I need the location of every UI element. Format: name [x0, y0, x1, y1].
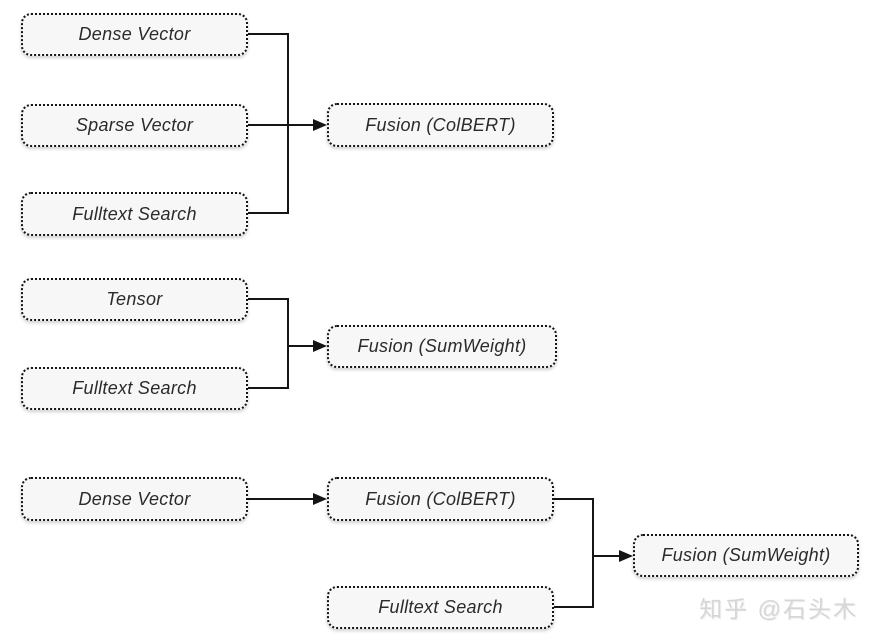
node-label-g2-fulltext-search: Fulltext Search [72, 378, 197, 398]
node-label-g1-sparse-vector: Sparse Vector [75, 115, 194, 135]
node-label-g3-fusion-colbert: Fusion (ColBERT) [365, 488, 516, 509]
node-label-g2-fusion-sumweight: Fusion (SumWeight) [357, 336, 527, 356]
edge-g1-merge-bracket [248, 33, 289, 214]
node-label-g1-fusion-colbert: Fusion (ColBERT) [365, 114, 516, 135]
node-label-g2-tensor: Tensor [106, 289, 163, 309]
node-g1-sparse-vector: Sparse Vector [21, 104, 248, 147]
node-g1-dense-vector: Dense Vector [21, 13, 248, 56]
node-label-g3-fusion-sumweight: Fusion (SumWeight) [661, 545, 831, 565]
edge-g3-merge-bracket [554, 498, 594, 608]
node-g2-tensor: Tensor [21, 278, 248, 321]
node-label-g3-fulltext-search: Fulltext Search [378, 597, 503, 617]
edge-g2-merge-bracket [248, 298, 289, 389]
node-label-g3-dense-vector: Dense Vector [78, 488, 191, 509]
node-label-g1-fulltext-search: Fulltext Search [72, 203, 197, 224]
node-g2-fusion-sumweight: Fusion (SumWeight) [327, 325, 557, 368]
node-g3-fusion-colbert: Fusion (ColBERT) [327, 477, 554, 521]
watermark-text: 知乎 @石头木 [699, 596, 858, 622]
node-g3-fulltext-search: Fulltext Search [327, 586, 554, 629]
node-label-g1-dense-vector: Dense Vector [78, 24, 191, 44]
node-g1-fulltext-search: Fulltext Search [21, 192, 248, 236]
node-g1-fusion-colbert: Fusion (ColBERT) [327, 103, 554, 147]
node-g3-dense-vector: Dense Vector [21, 477, 248, 521]
watermark: 知乎 @石头木 [699, 590, 858, 624]
node-g3-fusion-sumweight: Fusion (SumWeight) [633, 534, 859, 577]
node-g2-fulltext-search: Fulltext Search [21, 367, 248, 410]
